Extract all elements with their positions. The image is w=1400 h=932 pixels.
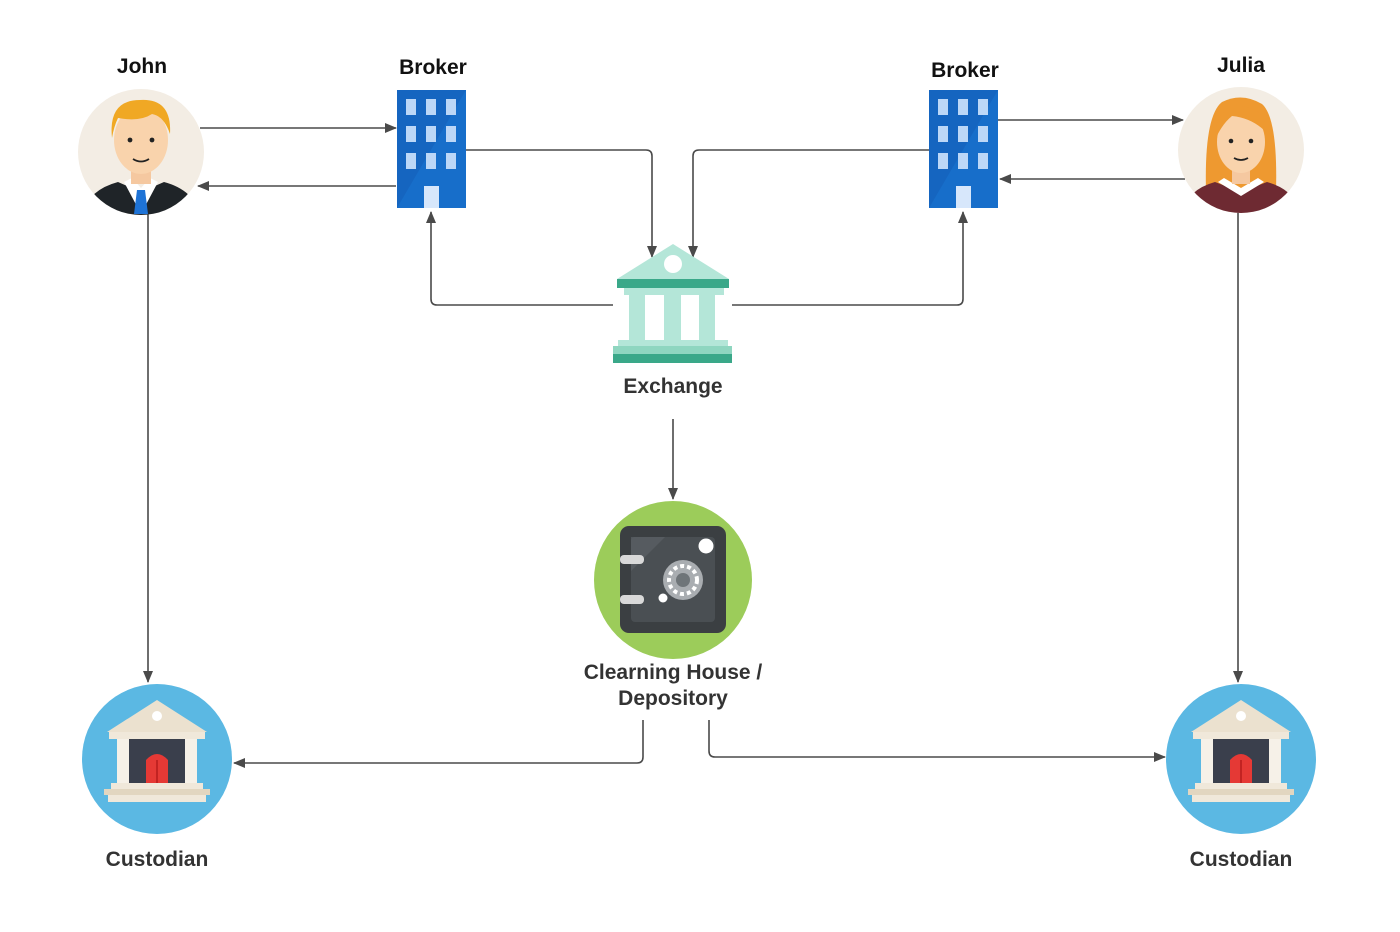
label-clearing-house-line2: Depository — [618, 687, 728, 710]
label-clearing-house-line1: Clearning House / — [583, 661, 763, 684]
arrow-clearing-to-custodian-right — [708, 720, 1166, 762]
custodian-bank-icon — [82, 684, 232, 834]
bank-building-icon — [613, 244, 732, 363]
label-custodian-left: Custodian — [105, 848, 209, 871]
connectors — [143, 115, 1243, 768]
label-broker-left: Broker — [399, 56, 467, 79]
label-exchange: Exchange — [623, 375, 723, 398]
label-john: John — [116, 55, 168, 78]
label-broker-right: Broker — [931, 59, 999, 82]
label-julia: Julia — [1217, 54, 1265, 77]
arrow-exchange-to-broker2 — [732, 211, 968, 306]
safe-vault-icon — [594, 501, 752, 659]
person-female-icon — [1178, 87, 1304, 213]
arrow-broker-to-exchange — [466, 149, 657, 258]
arrow-broker2-to-exchange — [688, 149, 929, 258]
office-building-icon — [929, 90, 998, 208]
custodian-bank-icon — [1166, 684, 1316, 834]
arrow-exchange-to-broker — [426, 211, 613, 306]
arrow-clearing-to-custodian-left — [233, 720, 644, 768]
office-building-icon — [397, 90, 466, 208]
label-custodian-right: Custodian — [1189, 848, 1293, 871]
person-male-icon — [78, 89, 204, 215]
